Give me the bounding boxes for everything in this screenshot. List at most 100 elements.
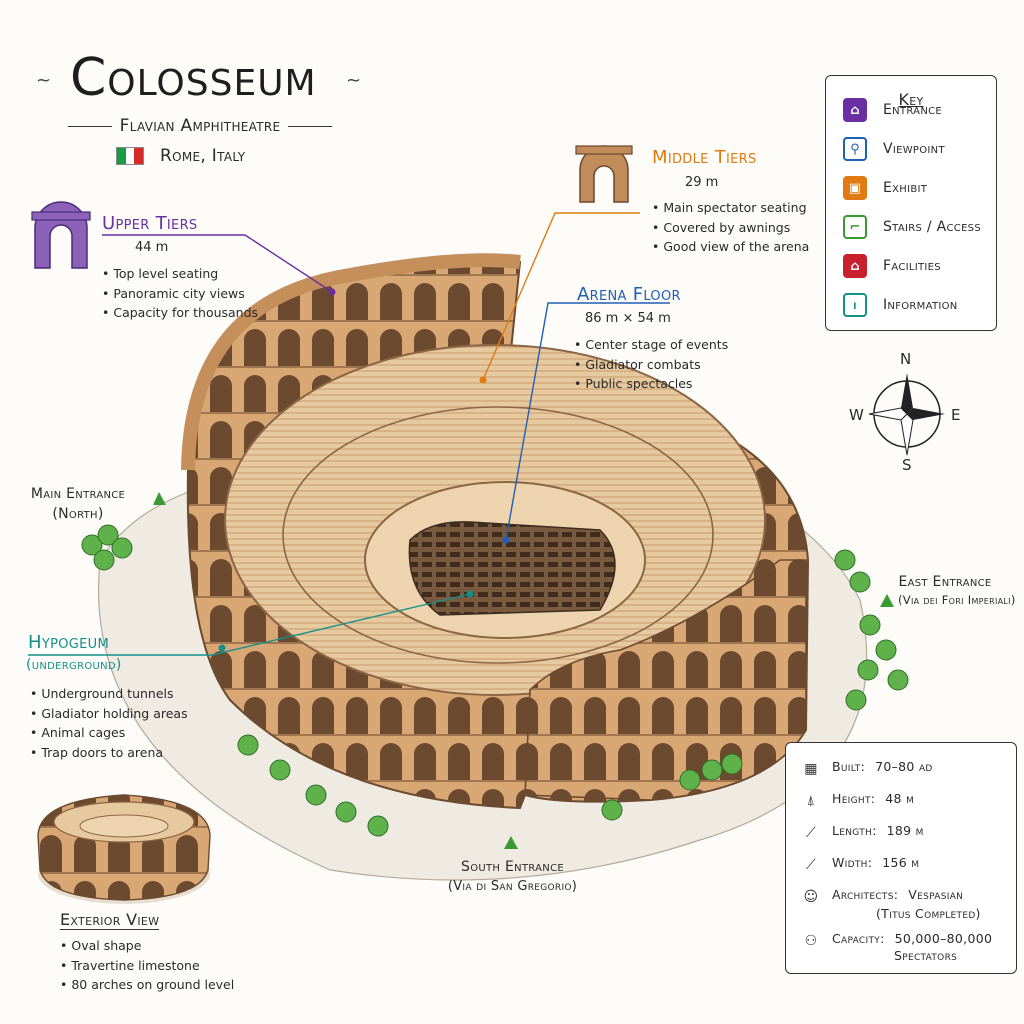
hypogeum-leader (28, 593, 471, 656)
key-item-viewpoint: ⚲ Viewpoint (843, 137, 945, 161)
middle-tiers-leader (482, 212, 640, 381)
compass-rose-icon (868, 373, 945, 456)
hypogeum-callout: Hypogeum (28, 632, 109, 653)
fact-height: ⍋ Height: 48 m (800, 791, 914, 811)
key-label: Stairs / Access (883, 219, 981, 235)
east-entrance-title: East Entrance (898, 574, 992, 590)
fact-architects-note: (Titus Completed) (876, 906, 981, 921)
arena-floor-callout: Arena Floor (577, 284, 681, 305)
title-deco-right: ~ (346, 70, 362, 91)
exterior-view-thumbnail (37, 794, 211, 904)
list-item: Capacity for thousands (102, 303, 258, 323)
key-item-exhibit: ▣ Exhibit (843, 176, 927, 200)
upper-tiers-dot (328, 288, 336, 296)
list-item: Main spectator seating (652, 198, 809, 218)
fact-value: 156 m (882, 855, 920, 870)
upper-tiers-arch-icon (31, 201, 91, 269)
fact-capacity: ⚇ Capacity: 50,000–80,000 (800, 931, 992, 951)
subtitle-rule-left (67, 125, 112, 127)
hypogeum-subtitle: (underground) (26, 657, 122, 673)
list-item: Oval shape (60, 936, 234, 956)
ruler-icon: ⟋ (805, 825, 817, 841)
fact-value: 189 m (886, 823, 924, 838)
hypogeum-dot (466, 590, 474, 598)
middle-tiers-height: 29 m (685, 175, 719, 190)
facilities-icon: ⌂ (843, 254, 867, 278)
east-entrance-detail: (Via dei Fori Imperiali) (898, 593, 1016, 607)
fact-label: Built: (832, 759, 866, 774)
upper-tiers-height: 44 m (135, 240, 169, 255)
south-entrance-marker (504, 836, 518, 849)
list-item: Trap doors to arena (30, 743, 188, 763)
fact-value: 48 m (885, 791, 915, 806)
main-entrance-label: Main Entrance (North) (28, 484, 128, 524)
fact-label: Height: (832, 791, 876, 806)
exterior-view-title: Exterior View (60, 910, 160, 930)
page-subtitle: Flavian Amphitheatre (52, 116, 348, 136)
list-item: Good view of the arena (652, 237, 809, 257)
compass-e: E (951, 406, 961, 424)
upper-tiers-title: Upper Tiers (102, 213, 198, 234)
key-label: Facilities (883, 258, 941, 274)
fact-label: Architects: (832, 887, 899, 902)
key-item-information: i Information (843, 293, 958, 317)
upper-tiers-list: Top level seating Panoramic city views C… (102, 260, 258, 323)
middle-tiers-callout: Middle Tiers (652, 147, 757, 168)
tower-icon: ⍋ (806, 793, 816, 809)
subtitle-text: Flavian Amphitheatre (119, 116, 281, 136)
fact-width: ⟋ Width: 156 m (800, 855, 919, 875)
hypogeum-dot-wall (218, 644, 226, 652)
middle-tiers-title: Middle Tiers (652, 147, 757, 168)
middle-tiers-dot (479, 376, 487, 384)
key-rows: ⌂ Entrance ⚲ Viewpoint ▣ Exhibit ⌐ Stair… (825, 75, 995, 329)
compass-n: N (900, 350, 912, 368)
arena-floor-list: Center stage of events Gladiator combats… (574, 331, 728, 394)
fact-label: Length: (832, 823, 877, 838)
trees (81, 524, 909, 837)
arena-floor-title: Arena Floor (577, 284, 681, 305)
list-item: Travertine limestone (60, 956, 234, 976)
italy-flag-icon (116, 147, 144, 165)
list-item: Covered by awnings (652, 218, 809, 238)
key-label: Exhibit (883, 180, 928, 196)
ruler-icon: ⟋ (805, 857, 817, 873)
person-icon: ☺ (803, 889, 819, 905)
middle-tiers-details: 29 m (685, 175, 718, 190)
page-title: Colosseum (70, 48, 317, 108)
fact-label: Width: (832, 855, 873, 870)
key-label: Entrance (883, 102, 942, 118)
hypogeum-list: Underground tunnels Gladiator holding ar… (30, 680, 188, 763)
east-entrance-marker (880, 594, 894, 607)
subtitle-rule-right (288, 125, 333, 127)
compass-s: S (902, 456, 912, 474)
hypogeum-subtitle-wrap: (underground) (26, 657, 122, 673)
main-entrance-title: Main Entrance (30, 486, 126, 502)
arena-floor-leader (505, 302, 670, 541)
list-item: Center stage of events (574, 335, 728, 355)
fact-label: Capacity: (832, 931, 885, 946)
key-item-entrance: ⌂ Entrance (843, 98, 942, 122)
east-entrance-label: East Entrance (880, 572, 1010, 592)
list-item: Gladiator combats (574, 355, 728, 375)
outer-wall-rim (181, 253, 521, 471)
main-entrance-marker (153, 492, 166, 505)
key-label: Viewpoint (883, 141, 945, 157)
list-item: Public spectacles (574, 374, 728, 394)
list-item: 80 arches on ground level (60, 975, 234, 995)
people-icon: ⚇ (804, 933, 818, 949)
key-item-stairs: ⌐ Stairs / Access (843, 215, 981, 239)
exhibit-icon: ▣ (843, 176, 867, 200)
information-icon: i (843, 293, 867, 317)
location-text: Rome, Italy (160, 146, 246, 166)
exterior-view-callout: Exterior View Oval shape Travertine lime… (60, 910, 234, 995)
fact-length: ⟋ Length: 189 m (800, 823, 924, 843)
list-item: Top level seating (102, 264, 258, 284)
upper-tiers-callout: Upper Tiers (102, 213, 197, 234)
arena-floor-dot (502, 536, 510, 544)
compass-w: W (849, 406, 864, 424)
fact-value: 50,000–80,000 (894, 931, 993, 946)
upper-tiers-leader (102, 234, 333, 293)
fact-capacity-note: Spectators (894, 948, 958, 963)
south-entrance-title: South Entrance (461, 859, 564, 875)
